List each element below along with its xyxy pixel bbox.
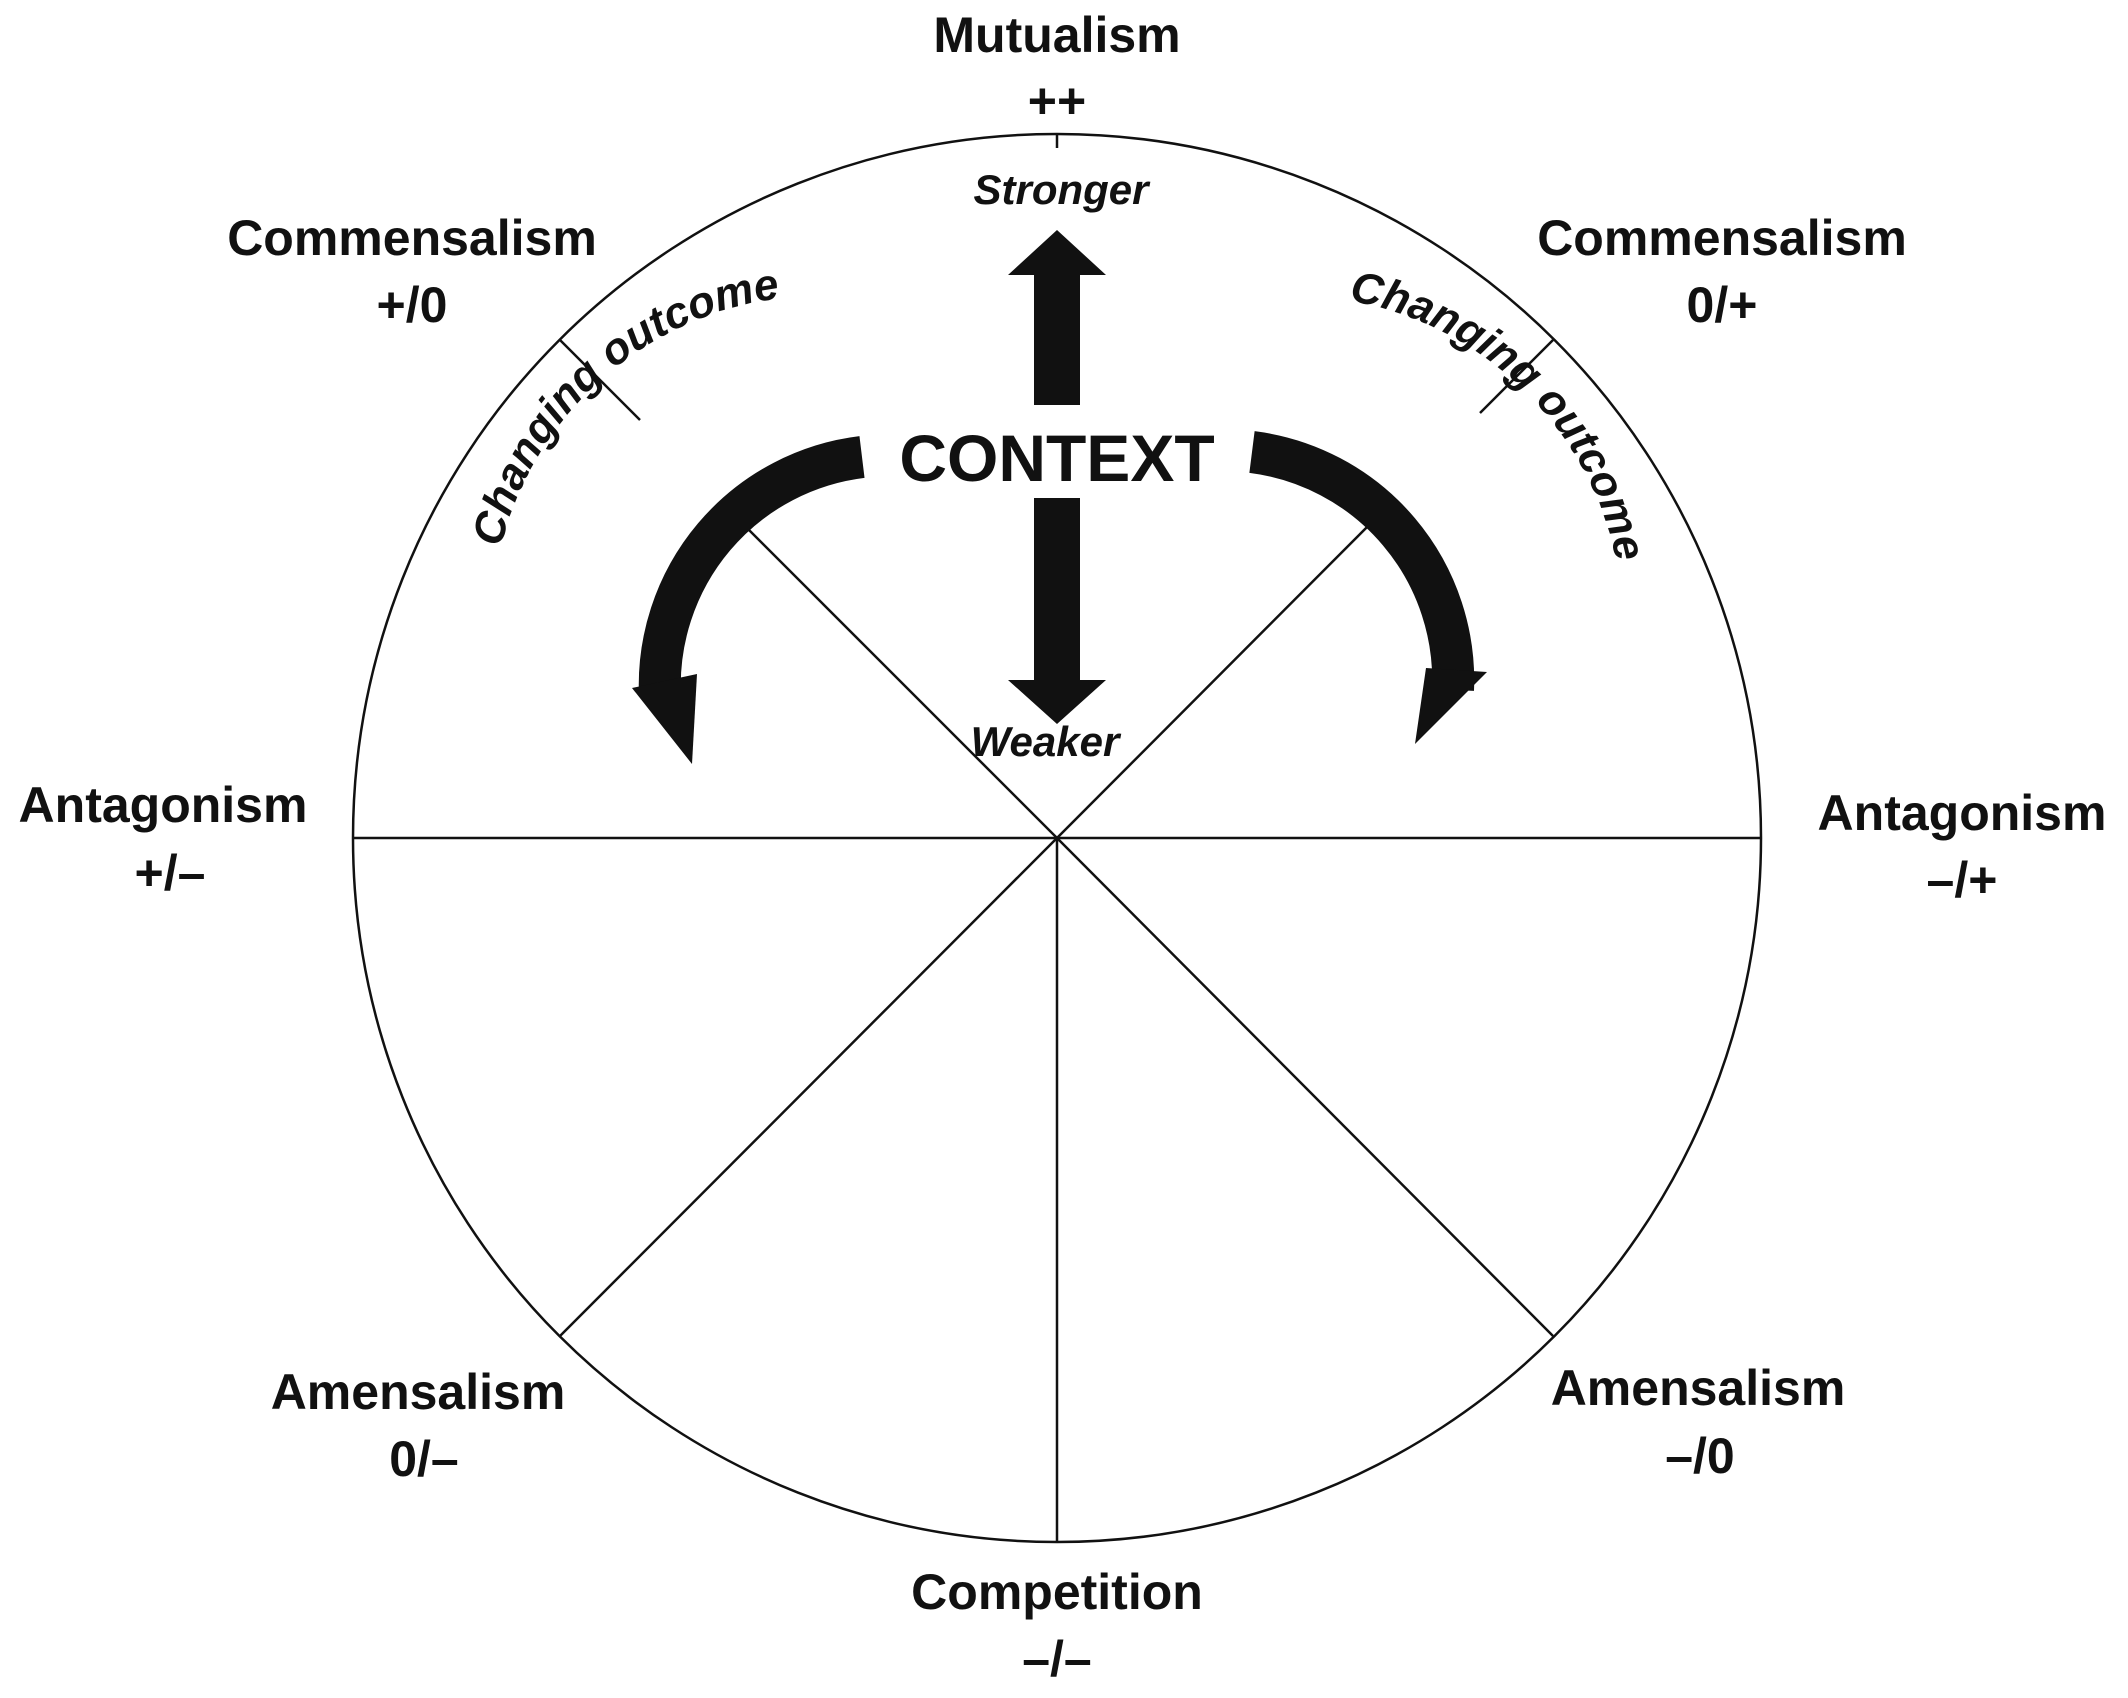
curved-arrow-right-icon (1249, 431, 1475, 691)
arrow-down-weaker-icon (1008, 498, 1106, 724)
amensalism-left-sign: 0/– (389, 1431, 459, 1487)
divider-diagonal-lower-left (559, 837, 1058, 1337)
commensalism-left-name: Commensalism (227, 210, 597, 266)
stronger-label: Stronger (973, 166, 1151, 213)
mutualism-sign: ++ (1028, 73, 1086, 129)
divider-diagonal-upper-right (1056, 503, 1391, 839)
commensalism-left-sign: +/0 (377, 277, 448, 333)
antagonism-left-name: Antagonism (19, 777, 308, 833)
antagonism-right-name: Antagonism (1818, 785, 2107, 841)
curved-arrow-left-icon (638, 436, 865, 697)
amensalism-right-name: Amensalism (1551, 1360, 1846, 1416)
curved-arrow-right-head (1415, 668, 1487, 744)
divider-diagonal-lower-right (1056, 837, 1554, 1337)
antagonism-right-sign: –/+ (1927, 852, 1998, 908)
amensalism-right-sign: –/0 (1665, 1428, 1735, 1484)
arrow-up-stronger-icon (1008, 230, 1106, 405)
commensalism-right-sign: 0/+ (1687, 277, 1758, 333)
amensalism-left-name: Amensalism (271, 1364, 566, 1420)
tick-upper-left (559, 339, 641, 421)
competition-name: Competition (911, 1564, 1203, 1620)
tick-upper-right (1479, 339, 1554, 414)
divider-diagonal-upper-left (722, 503, 1058, 839)
weaker-label: Weaker (971, 718, 1122, 765)
mutualism-name: Mutualism (933, 7, 1180, 63)
competition-sign: –/– (1022, 1631, 1092, 1687)
antagonism-left-sign: +/– (135, 845, 206, 901)
curved-arrow-left-head (632, 674, 697, 764)
context-label: CONTEXT (899, 421, 1214, 495)
commensalism-right-name: Commensalism (1537, 210, 1907, 266)
